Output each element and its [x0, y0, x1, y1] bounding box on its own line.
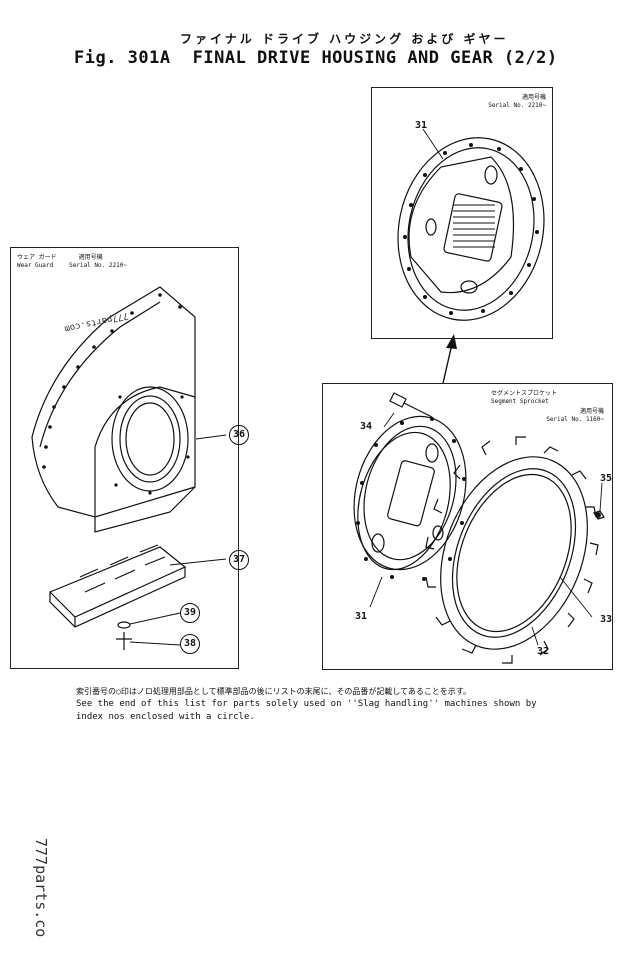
- panel-left-wear-guard: ウェア ガード 適用号機 Wear Guard Serial No. 2210~: [10, 247, 239, 669]
- callout-34: 34: [360, 421, 373, 432]
- panel-right-serial-jp: 適用号機: [579, 408, 604, 415]
- panel-top-serial-en: Serial No. 2210~: [488, 102, 546, 109]
- callout-35: 35: [600, 473, 613, 484]
- panel-right-segment-sprocket: セグメントスプロケット Segment Sprocket 適用号機 Serial…: [322, 383, 613, 670]
- bottom-watermark: 777parts.co: [32, 838, 50, 938]
- panel-right-serial-en: Serial No. 1160~: [546, 416, 604, 423]
- panel-top-serial-jp: 適用号機: [521, 94, 546, 101]
- panel-left-header: ウェア ガード 適用号機 Wear Guard Serial No. 2210~: [17, 254, 157, 270]
- segment-sprocket-drawing: [353, 392, 605, 664]
- panel-left-name-jp: ウェア ガード: [17, 254, 57, 261]
- panel-right-serial: 適用号機 Serial No. 1160~: [546, 408, 604, 424]
- callout-39: 39: [180, 603, 200, 623]
- callout-38: 38: [180, 634, 200, 654]
- figure-title-text: FINAL DRIVE HOUSING AND GEAR (2/2): [192, 48, 558, 68]
- callout-31-top: 31: [415, 120, 428, 131]
- callout-33: 33: [600, 614, 613, 625]
- japanese-title: ファイナル ドライブ ハウジング および ギヤー: [180, 32, 509, 46]
- note-japanese: 索引番号の○印はノロ処理用部品として標準部品の後にリストの末尾に、その品番が記載…: [76, 687, 472, 696]
- wear-guard-drawing: 777parts.com: [31, 286, 227, 650]
- panel-left-serial-jp: 適用号機: [78, 254, 103, 261]
- panel-right-name: セグメントスプロケット Segment Sprocket: [491, 390, 557, 406]
- callout-37: 37: [229, 550, 249, 570]
- callout-31-bottom: 31: [355, 611, 368, 622]
- panel-top-serial: 適用号機 Serial No. 2210~: [488, 94, 546, 110]
- note-english-line1: See the end of this list for parts solel…: [76, 699, 537, 709]
- panel-left-name-en: Wear Guard: [17, 262, 54, 269]
- panel-right-name-jp: セグメントスプロケット: [491, 390, 558, 397]
- figure-title: Fig. 301A FINAL DRIVE HOUSING AND GEAR (2…: [74, 48, 558, 68]
- callout-36: 36: [229, 425, 249, 445]
- figure-number: Fig. 301A: [74, 48, 171, 68]
- panel-right-name-en: Segment Sprocket: [491, 398, 549, 405]
- note-english-line2: index nos enclosed with a circle.: [76, 712, 255, 722]
- housing-cover-drawing: [397, 128, 545, 321]
- callout-32: 32: [537, 646, 550, 657]
- panel-left-serial-en: Serial No. 2210~: [69, 262, 127, 269]
